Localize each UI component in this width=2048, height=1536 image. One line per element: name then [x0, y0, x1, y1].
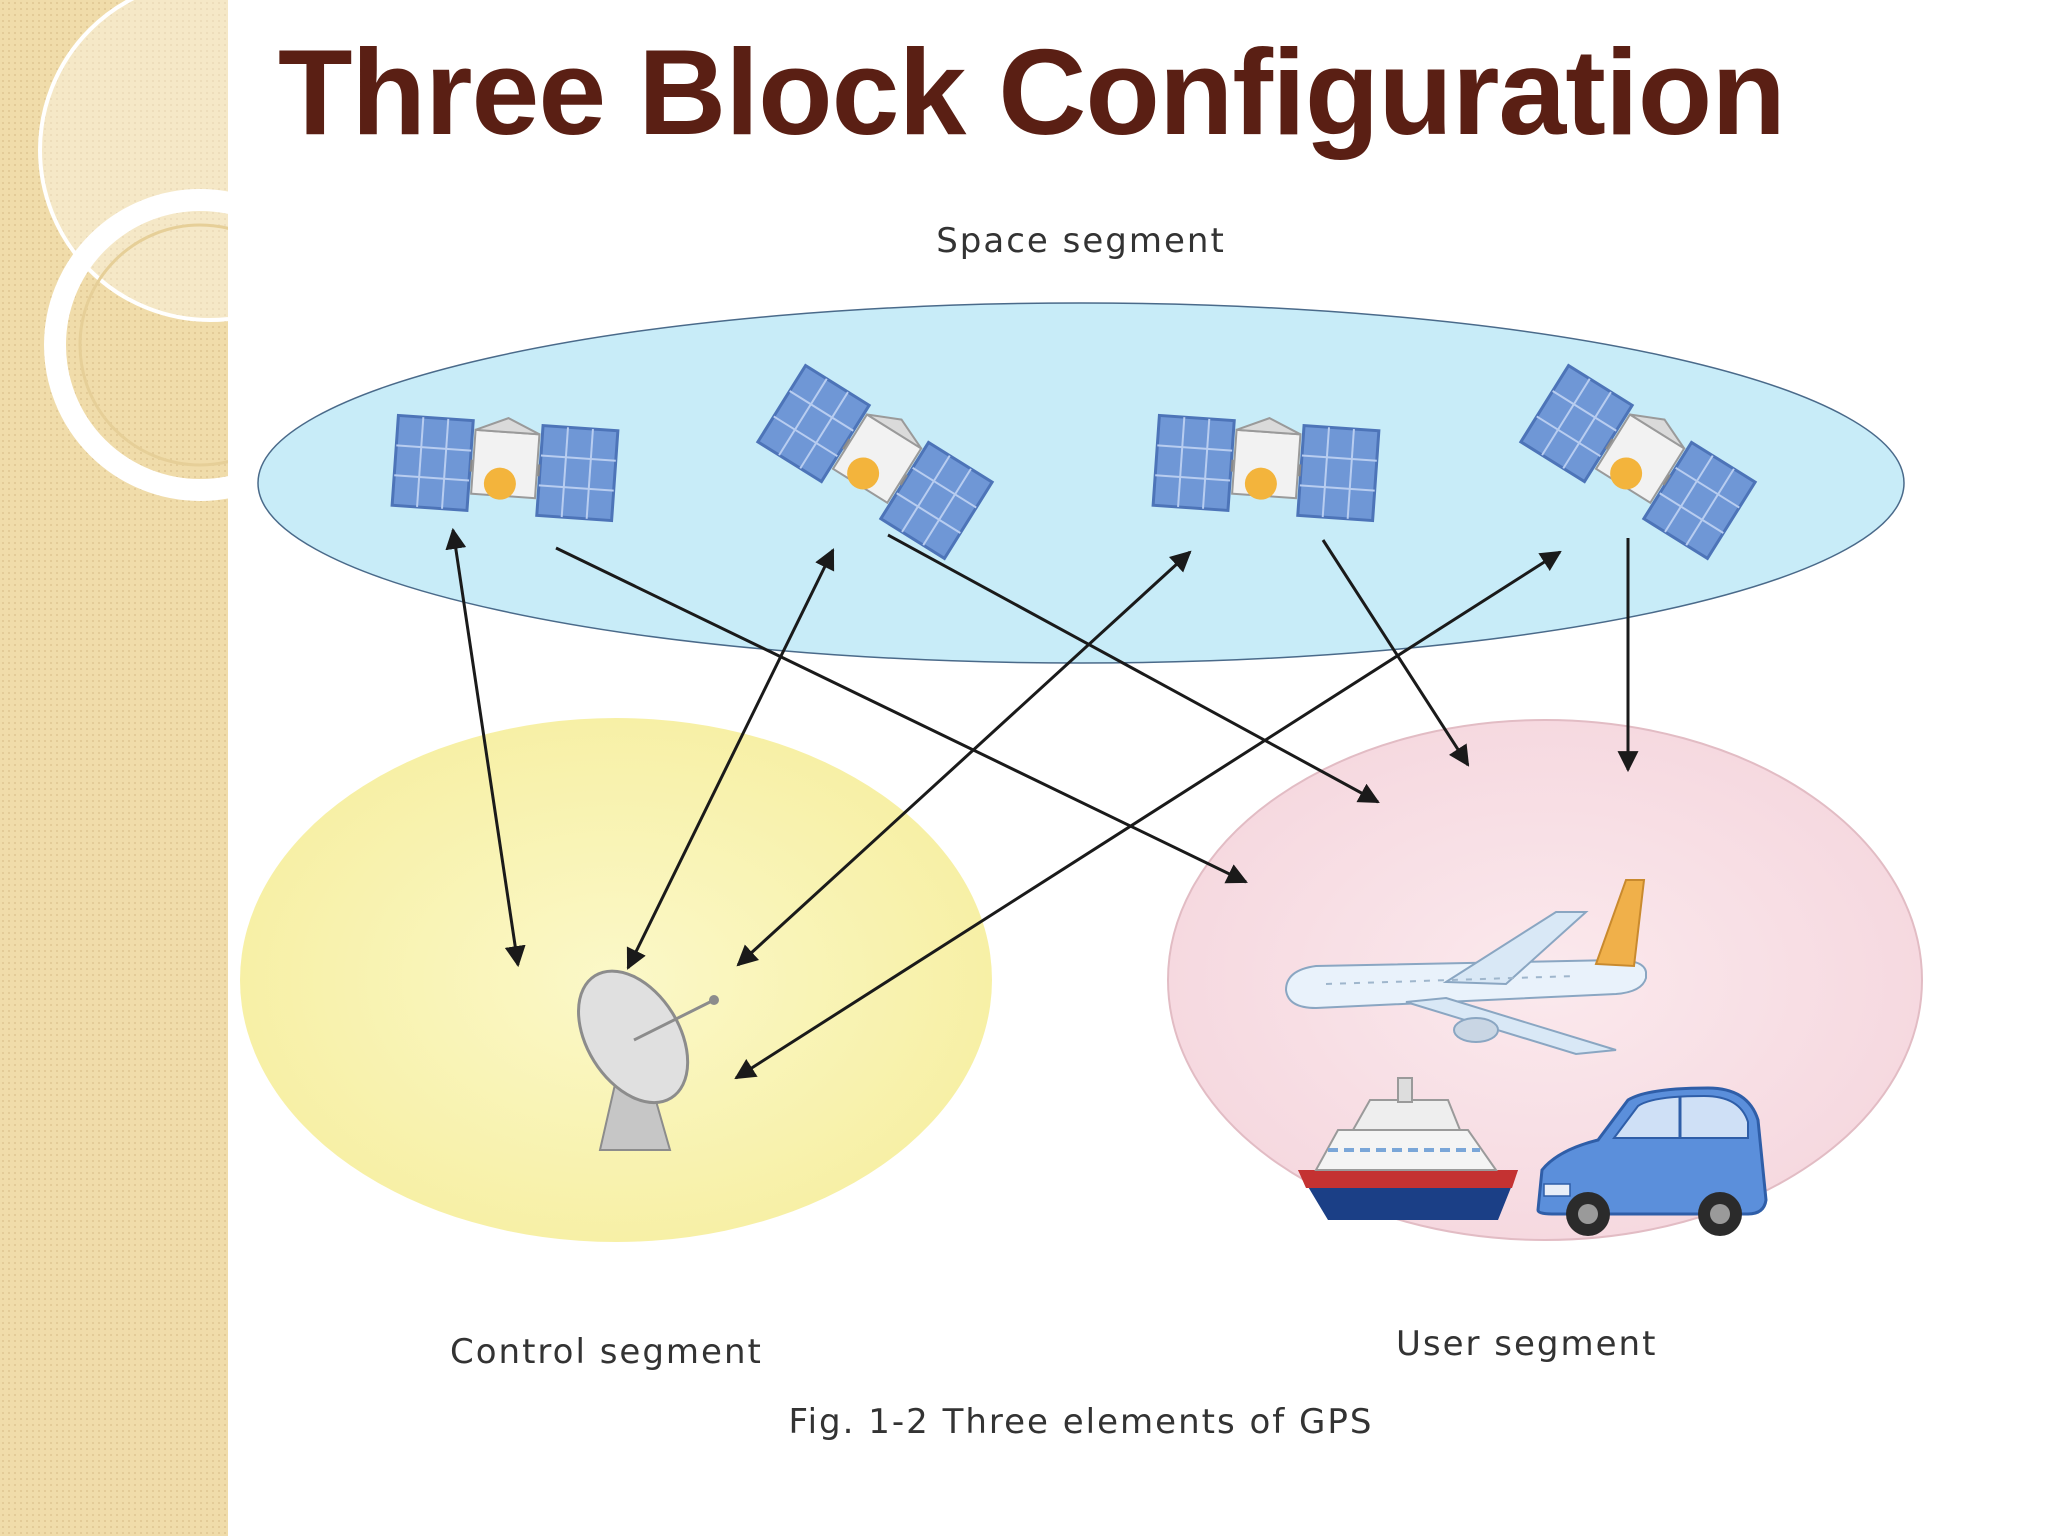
- arrow-sat2-user: [887, 533, 1380, 804]
- satellite-dish-icon: [577, 969, 719, 1151]
- sidebar-decoration: [0, 0, 228, 1536]
- arrow-sat3-user: [1321, 539, 1470, 767]
- ship-icon: [1298, 1077, 1518, 1220]
- signal-arrows: [445, 527, 1639, 1080]
- space-segment-label: Space segment: [936, 221, 1226, 261]
- ring-decoration: [38, 0, 228, 501]
- arrow-sat1-user: [555, 546, 1248, 884]
- car-icon: [1536, 1086, 1768, 1236]
- figure-caption: Fig. 1-2 Three elements of GPS: [789, 1402, 1374, 1442]
- gps-segments-diagram: Space segment Control segment User segme…: [240, 221, 1923, 1442]
- control-segment-label: Control segment: [450, 1332, 763, 1372]
- arrow-sat4-control: [734, 550, 1562, 1080]
- page-title: Three Block Configuration: [278, 24, 1786, 160]
- arrow-sat1-control: [445, 527, 526, 968]
- user-segment-label: User segment: [1396, 1324, 1657, 1364]
